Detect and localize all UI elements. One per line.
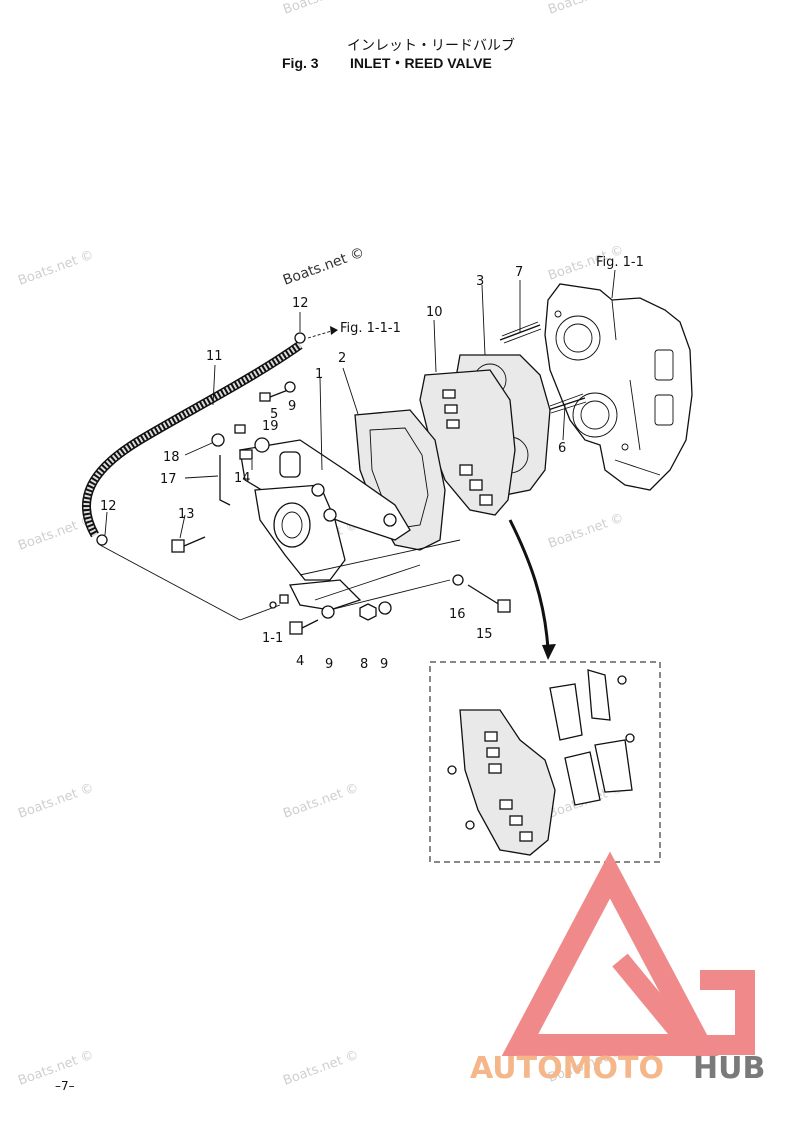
watermark-dark: Boats.net © xyxy=(281,245,367,289)
fig-label: Fig. 3 xyxy=(282,55,319,71)
label-part-2: 2 xyxy=(338,351,346,366)
label-part-7: 7 xyxy=(515,265,523,280)
label-part-6: 6 xyxy=(558,441,566,456)
watermark: Boats.net © xyxy=(546,0,626,18)
label-part-11: 11 xyxy=(206,349,223,364)
stud-bolt-7 xyxy=(499,321,542,344)
screw-19 xyxy=(234,424,246,434)
page-number: –7– xyxy=(55,1079,75,1093)
label-part-12-top: 12 xyxy=(292,296,309,311)
nut-8 xyxy=(359,603,377,621)
crankcase-outline xyxy=(544,283,693,491)
clip-12-bottom xyxy=(96,534,108,546)
washer-16 xyxy=(452,574,464,586)
label-part-16: 16 xyxy=(449,607,466,622)
fitting-14 xyxy=(239,449,253,460)
brand-text-hub: HUB xyxy=(693,1051,765,1086)
washer-9-left xyxy=(321,605,335,619)
clip-12-top xyxy=(294,332,306,344)
label-part-14: 14 xyxy=(234,471,251,486)
watermark: Boats.net © xyxy=(281,781,361,822)
label-part-9-top: 9 xyxy=(288,399,296,414)
fitting-18 xyxy=(211,433,225,447)
label-part-9-left: 9 xyxy=(325,657,333,672)
label-part-1-1: 1-1 xyxy=(262,631,283,646)
label-part-5: 5 xyxy=(270,407,278,422)
washer-9-right xyxy=(378,601,392,615)
watermark: Boats.net © xyxy=(16,248,96,289)
bolt-15 xyxy=(467,584,511,613)
watermark: Boats.net © xyxy=(546,511,626,552)
label-part-1: 1 xyxy=(315,367,323,382)
label-part-18: 18 xyxy=(163,450,180,465)
stud-bolt-6 xyxy=(547,393,587,414)
label-part-8: 8 xyxy=(360,657,368,672)
ref-fig-1-1-1: Fig. 1-1-1 xyxy=(340,321,401,336)
watermark: Boats.net © xyxy=(281,1048,361,1089)
label-part-10: 10 xyxy=(426,305,443,320)
bolt-5 xyxy=(259,389,289,402)
title-jp: インレット・リードバルブ xyxy=(347,37,515,54)
part-1-1 xyxy=(269,601,277,609)
watermark: Boats.net © xyxy=(281,0,361,18)
bolt-13 xyxy=(171,536,206,553)
inlet-manifold-1 xyxy=(239,437,411,611)
label-part-3: 3 xyxy=(476,274,484,289)
title-en: INLET・REED VALVE xyxy=(350,55,492,71)
label-part-9-right: 9 xyxy=(380,657,388,672)
label-part-19: 19 xyxy=(262,419,279,434)
label-part-13: 13 xyxy=(178,507,195,522)
label-part-17: 17 xyxy=(160,472,177,487)
detail-inset xyxy=(429,661,661,863)
reed-plate-10 xyxy=(419,369,516,516)
label-part-15: 15 xyxy=(476,627,493,642)
brand-text-automoto: AUTOMOTO xyxy=(470,1051,664,1086)
detail-pointer xyxy=(508,519,550,651)
bolt-4 xyxy=(289,619,319,635)
label-part-12-bottom: 12 xyxy=(100,499,117,514)
assembly-lines xyxy=(99,539,461,621)
label-part-4: 4 xyxy=(296,654,304,669)
watermark: Boats.net © xyxy=(16,781,96,822)
ref-fig-1-1: Fig. 1-1 xyxy=(596,255,644,270)
pipe-17 xyxy=(219,455,231,506)
brand-logo-icon xyxy=(501,851,755,1056)
washer-9-top xyxy=(284,381,296,393)
